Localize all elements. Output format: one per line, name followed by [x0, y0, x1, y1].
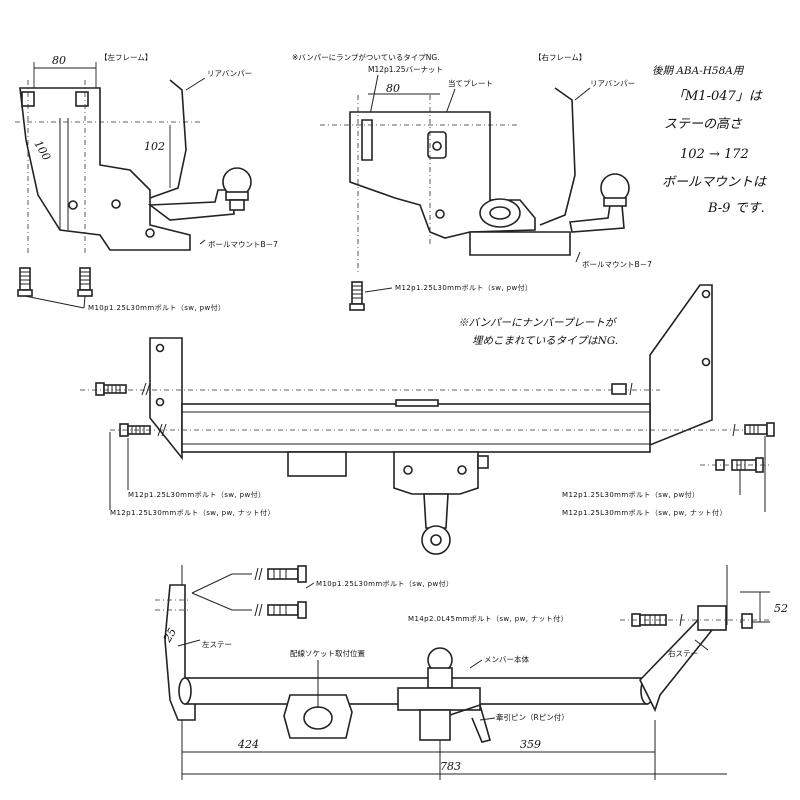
- bolt-m12-mid-left-b-label: M12p1.25L30mmボルト（sw, pw, ナット付）: [110, 508, 275, 517]
- hand-note-5: ボールマウントは: [662, 175, 767, 190]
- rear-bumper-left-outline: [149, 79, 187, 199]
- ball-mount-right-label: ボールマウントB－7: [582, 260, 652, 269]
- right-frame-label: 【右フレーム】: [534, 52, 586, 62]
- dim-80-left: 80: [52, 54, 66, 67]
- bolt-m12-mid-right-a-label: M12p1.25L30mmボルト（sw, pw付）: [562, 490, 699, 499]
- member-tube-top: [181, 403, 651, 453]
- left-frame-label: 【左フレーム】: [100, 52, 152, 62]
- hand-note-2: 「M1-047」は: [672, 89, 763, 104]
- hand-note-4: 102 → 172: [680, 147, 749, 162]
- socket-pos-label: 配線ソケット取付位置: [290, 648, 365, 658]
- muffler-cutout: [479, 198, 521, 228]
- socket-plate-top: [287, 451, 347, 477]
- left-frame-view: 【左フレーム】 80 100 102 リアバンパー ボールマウントB－7: [15, 52, 278, 312]
- bolt-m12-right-top: [349, 281, 365, 311]
- bolt-m12-mid-left-upper: [95, 382, 151, 396]
- note-plate-ng-1: ※バンパーにナンバープレートが: [458, 317, 618, 329]
- note-lamp-ng: ※バンパーにランプがついているタイプNG.: [292, 52, 440, 62]
- bolt-m12-mid-right-b-label: M12p1.25L30mmボルト（sw, pw, ナット付）: [562, 508, 727, 517]
- dim-783: 783: [440, 760, 461, 773]
- bolt-m10-bottom-lower: [254, 601, 307, 619]
- rear-bumper-left-label: リアバンパー: [207, 69, 252, 78]
- bolt-m10-top-label: M10p1.25L30mmボルト（sw, pw付）: [88, 303, 225, 312]
- bolt-m12-mid-right-lower-a: [732, 422, 775, 437]
- bolt-m12-mid-right-upper: [611, 382, 633, 396]
- plate-label: 当てプレート: [448, 78, 493, 88]
- ball-mount-right: [569, 204, 625, 233]
- bottom-assembly-view: 25 左ステー 右ステー 52 配線ソケット取付位置 メンバー本体 牽引ピン（R…: [155, 565, 788, 780]
- note-plate-ng-2: 埋めこまれているタイプはNG.: [472, 335, 618, 347]
- rear-bumper-right-outline: [539, 87, 576, 226]
- receiver-top: [393, 451, 479, 495]
- left-stay-label: 左ステー: [202, 639, 232, 649]
- right-stay-top: [649, 284, 713, 447]
- socket-plate-front: [283, 694, 353, 739]
- hand-note-1: 後期 ABA-H58A用: [652, 65, 745, 77]
- bolt-m12-top-label: M12p1.25L30mmボルト（sw, pw付）: [395, 283, 532, 292]
- dim-424: 424: [237, 738, 259, 751]
- dim-25: 25: [160, 626, 179, 645]
- right-stay-label: 右ステー: [668, 648, 698, 658]
- hitch-pin-label: 牽引ピン（Rピン付）: [496, 712, 569, 722]
- right-frame-view: ※バンパーにランプがついているタイプNG. 【右フレーム】 M12p1.25バー…: [292, 52, 652, 311]
- ball-mount-left-label: ボールマウントB－7: [208, 240, 278, 249]
- hand-note-3: ステーの高さ: [664, 117, 743, 132]
- nut-m12-label: M12p1.25バーナット: [368, 65, 443, 74]
- dim-102: 102: [144, 140, 165, 153]
- bolt-m10-left-1: [17, 267, 33, 297]
- bolt-m10-left-2: [77, 267, 93, 297]
- bolt-m10-bottom-upper: [254, 565, 307, 583]
- left-stay-top: [149, 337, 183, 461]
- bolt-m10-bottom-label: M10p1.25L30mmボルト（sw, pw付）: [316, 579, 453, 588]
- rear-bumper-right-label: リアバンパー: [590, 79, 635, 88]
- dim-52: 52: [774, 602, 788, 615]
- bolt-m12-mid-left-a-label: M12p1.25L30mmボルト（sw, pw付）: [128, 490, 265, 499]
- dim-80-right: 80: [386, 82, 400, 95]
- hand-note-6: B-9 です.: [707, 201, 765, 216]
- left-frame-bracket: [19, 87, 191, 251]
- member-body-label: メンバー本体: [484, 654, 529, 664]
- middle-assembly-view: ※バンパーにナンバープレートが 埋めこまれているタイプはNG.: [80, 284, 775, 555]
- ball-mount-hole-top: [421, 525, 451, 555]
- bolt-m14-bottom-label: M14p2.0L45mmボルト（sw, pw, ナット付）: [408, 614, 568, 623]
- receiver-front: [397, 687, 481, 711]
- dim-359: 359: [520, 738, 541, 751]
- ball-mount-left: [147, 189, 235, 221]
- handwritten-note: 後期 ABA-H58A用 「M1-047」は ステーの高さ 102 → 172 …: [652, 65, 767, 216]
